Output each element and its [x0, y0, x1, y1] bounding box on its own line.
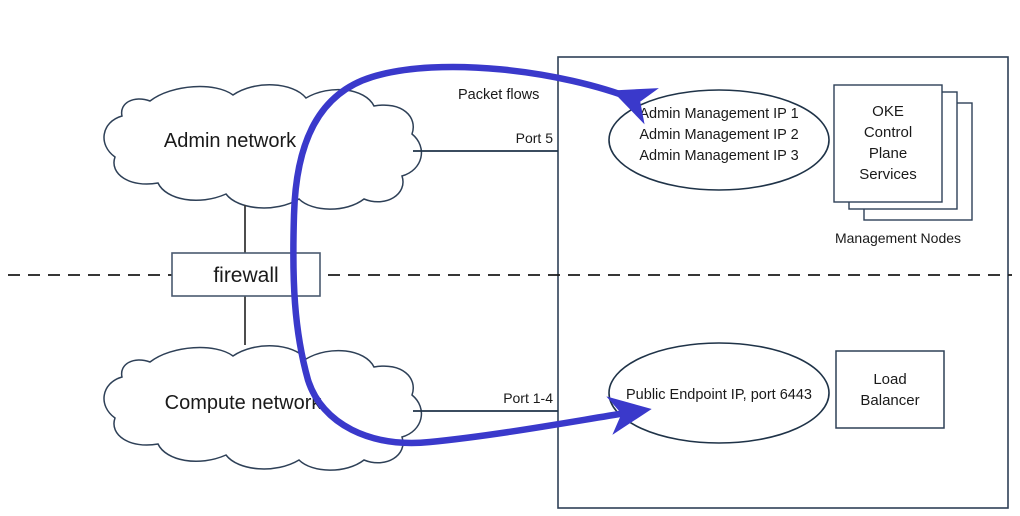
load-balancer-line-1: Balancer: [860, 392, 919, 409]
packet-flow-arrow: Packet flows: [290, 63, 659, 447]
packet-flow-path: [290, 63, 659, 447]
admin-management-ip-line-0: Admin Management IP 1: [639, 106, 798, 122]
firewall-label: firewall: [213, 264, 278, 287]
datacenter-boundary: [557, 56, 1009, 509]
load-balancer-line-0: Load: [873, 371, 906, 388]
packet-flows-label: Packet flows: [458, 87, 539, 103]
admin-network-label: Admin network: [164, 130, 297, 152]
control-plane-line-2: Plane: [869, 145, 907, 162]
management-nodes-caption: Management Nodes: [835, 230, 961, 246]
admin-management-ip-line-2: Admin Management IP 3: [639, 148, 798, 164]
admin-network-cloud: Admin network: [103, 84, 423, 210]
compute-port-label: Port 1-4: [503, 390, 553, 406]
control-plane-line-0: OKE: [872, 103, 904, 120]
management-nodes-stack: OKE Control Plane Services Management No…: [833, 84, 973, 246]
compute-network-label: Compute network: [165, 392, 323, 414]
public-endpoint-label: Public Endpoint IP, port 6443: [626, 387, 812, 403]
compute-network-cloud: Compute network: [103, 345, 423, 471]
management-node-box-front: [833, 84, 943, 203]
public-endpoint-ellipse: Public Endpoint IP, port 6443: [608, 342, 830, 444]
admin-management-ip-ellipse: Admin Management IP 1 Admin Management I…: [608, 89, 830, 191]
control-plane-line-1: Control: [864, 124, 912, 141]
admin-port-label: Port 5: [516, 130, 554, 146]
admin-management-ip-line-1: Admin Management IP 2: [639, 127, 798, 143]
firewall-box: firewall: [171, 252, 321, 297]
load-balancer-box: Load Balancer: [835, 350, 945, 429]
control-plane-line-3: Services: [859, 166, 917, 183]
